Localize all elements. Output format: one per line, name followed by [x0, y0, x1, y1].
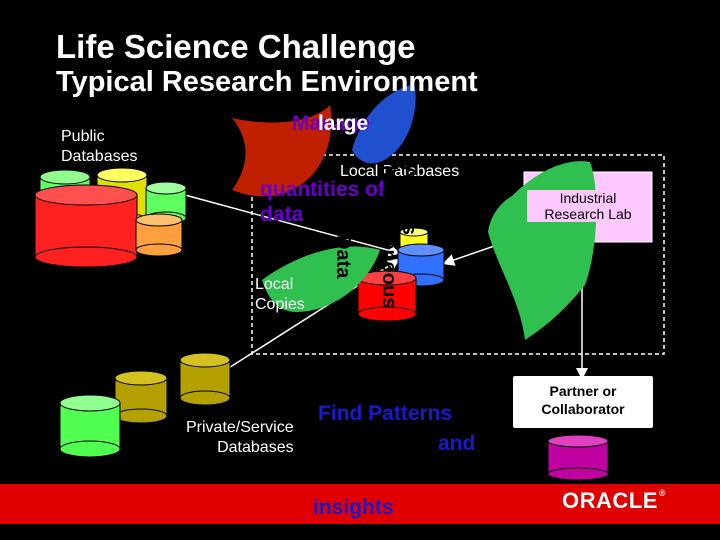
db-cylinder-green-private — [59, 394, 121, 458]
callout-find-patterns: Find Patterns — [318, 402, 453, 425]
private-databases-label: Private/Service Databases — [186, 419, 294, 456]
db-cylinder-orange — [135, 213, 183, 257]
callout-quantities: quantities of — [260, 178, 385, 201]
local-copies-label: Local Copies — [255, 276, 305, 313]
private-database-cylinders — [59, 352, 231, 458]
db-cylinder-olive-left — [114, 370, 168, 424]
slide-title: Life Science Challenge — [56, 28, 416, 65]
db-cylinder-magenta-partner — [547, 434, 609, 481]
callout-large: large — [318, 112, 369, 135]
callout-access: Access — [398, 165, 420, 236]
industrial-lab-label: Industrial Research Lab — [527, 190, 649, 222]
callout-data-2: Data — [332, 235, 354, 279]
enterprise-boundary — [251, 154, 665, 355]
callout-heterogeneous: heterogeneous — [378, 165, 400, 309]
leaf-shape-green-left — [262, 246, 380, 312]
leaf-shape-blue — [352, 84, 416, 164]
db-cylinder-olive-right — [179, 352, 231, 406]
registered-mark-icon: ® — [658, 488, 667, 498]
db-cylinder-red-local — [357, 270, 417, 322]
partner-box — [513, 376, 653, 428]
public-database-cylinders — [34, 167, 187, 268]
db-cylinder-red-large — [34, 184, 138, 268]
local-database-cylinders — [357, 227, 445, 322]
callout-data: data — [260, 203, 304, 226]
callout-and: and — [438, 432, 476, 455]
leaf-shape-red — [232, 105, 332, 197]
slide-subtitle: Typical Research Environment — [56, 66, 478, 98]
oracle-logo: ORACLE® — [562, 488, 666, 514]
leaf-shape-green-right — [488, 161, 597, 340]
callout-insights: insights — [313, 496, 394, 519]
footer-bar — [0, 484, 720, 524]
partner-label: Partner or Collaborator — [541, 383, 625, 417]
local-databases-label: Local Databases — [340, 163, 460, 180]
public-databases-label: Public Databases — [61, 128, 138, 165]
callout-manage: Manage — [292, 112, 371, 135]
oracle-logo-text: ORACLE — [562, 488, 658, 513]
